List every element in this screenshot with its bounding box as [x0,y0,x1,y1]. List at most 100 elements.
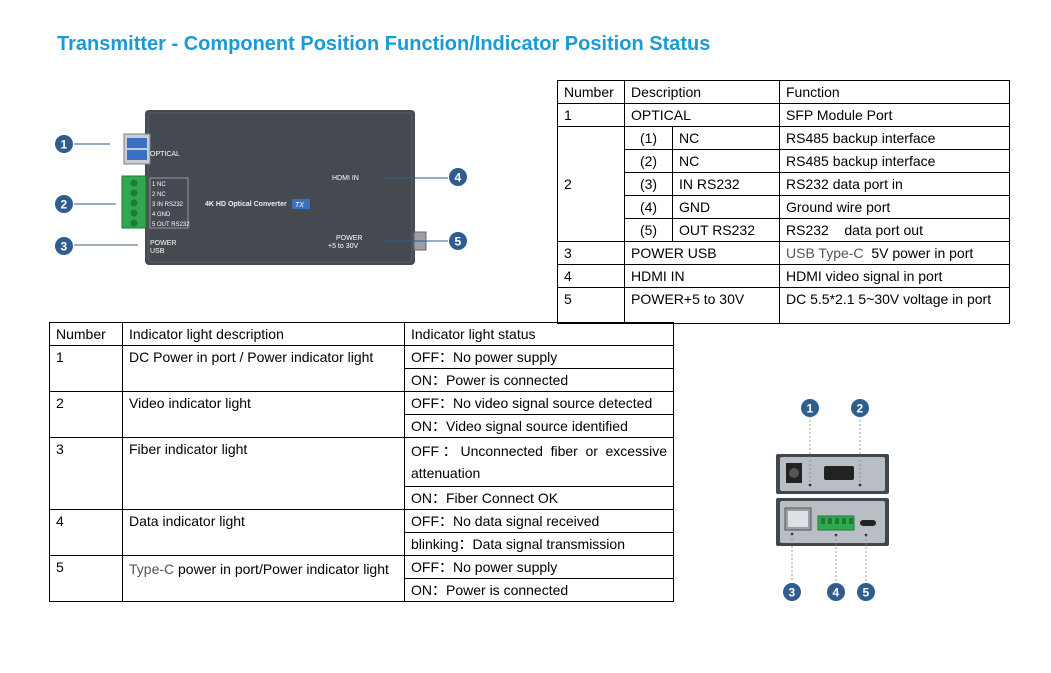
indicator-callout-5: 5 [857,583,875,601]
cell-index: (1) [624,126,673,150]
cell-number: 4 [49,509,123,556]
cell-status: OFF：No video signal source detected [404,391,674,415]
cell-description: OPTICAL [624,103,780,127]
cell-number: 4 [557,264,625,288]
pin-label: 3 IN RS232 [152,202,184,208]
cell-status: ON：Power is connected [404,368,674,392]
table-row: 5 POWER+5 to 30V DC 5.5*2.1 5~30V voltag… [557,287,1010,324]
cell-index: (4) [624,195,673,219]
callout-3: 3 [55,237,73,255]
callout-5: 5 [449,232,467,250]
type-c-text: Type-C [129,561,175,577]
pin-label: 5 OUT RS232 [152,222,190,228]
transmitter-diagram: 1 NC 2 NC 3 IN RS232 4 GND 5 OUT RS232 O… [55,110,467,265]
device-body [145,110,415,265]
cell-number: 2 [557,126,625,242]
component-table: Number Description Function 1 OPTICAL SF… [557,80,1010,324]
indicator-callout-4: 4 [827,583,845,601]
cell-description: Fiber indicator light [122,437,405,510]
table-row: ON：Video signal source identified [50,414,674,438]
cell-status: OFF：No power supply [404,555,674,579]
cell-number: 3 [557,241,625,265]
callout-1: 1 [55,135,73,153]
power-usb-label: USB [150,248,165,255]
cell-function: RS232 data port out [779,218,1010,242]
svg-text:1: 1 [61,138,68,152]
svg-text:1: 1 [807,402,814,416]
table-row: 3 POWER USB USB Type-C 5V power in port [557,241,1010,265]
optical-label: OPTICAL [150,151,180,158]
cell-function: USB Type-C 5V power in port [779,241,1010,265]
cell-status: ON：Fiber Connect OK [404,486,674,510]
cell-function: Ground wire port [779,195,1010,219]
hdmi-port [824,466,854,480]
svg-text:2: 2 [61,198,68,212]
cell-description: POWER USB [624,241,780,265]
cell-description: Video indicator light [122,391,405,438]
cell-description: HDMI IN [624,264,780,288]
page-title: Transmitter - Component Position Functio… [57,33,711,55]
indicator-callout-2: 2 [851,399,869,417]
table-row: 3 Fiber indicator light OFF：Unconnected … [49,437,674,510]
svg-text:5: 5 [455,235,462,249]
cell-function: RS232 data port in [779,172,1010,196]
power-dc-label: +5 to 30V [328,243,358,250]
callout-2: 2 [55,195,73,213]
cell-status: ON：Video signal source identified [404,414,674,438]
cell-description: NC [672,126,780,150]
cell-number: 1 [49,345,123,392]
cell-number: 2 [49,391,123,438]
function-text: 5V power in port [863,245,974,261]
header-cell: Number [557,80,625,104]
cell-status: OFF：Unconnected fiber or excessive atten… [404,437,674,487]
svg-text:4: 4 [455,171,462,185]
cell-description: POWER+5 to 30V [624,287,780,324]
indicator-table: Number Indicator light description Indic… [49,322,674,602]
power-dc-label: POWER [336,235,362,242]
svg-text:2: 2 [857,402,864,416]
table-row: (5) OUT RS232 RS232 data port out [558,218,1010,242]
cell-description: NC [672,149,780,173]
table-row: 2 (1) NC RS485 backup interface [557,126,1010,242]
cell-description: Type-C power in port/Power indicator lig… [122,555,405,602]
cell-function: SFP Module Port [779,103,1010,127]
cell-index: (2) [624,149,673,173]
svg-text:3: 3 [789,586,796,600]
cell-number: 5 [49,555,123,602]
cell-status: OFF：No power supply [404,345,674,369]
cell-number: 5 [557,287,625,324]
cell-status: blinking：Data signal transmission [404,532,674,556]
table-row: 2 Video indicator light OFF：No video sig… [49,391,674,438]
svg-text:4: 4 [833,586,840,600]
cell-status: OFF：No data signal received [404,509,674,533]
table-row: 1 OPTICAL SFP Module Port [557,103,1010,127]
tx-label: TX [295,202,304,209]
cell-description: IN RS232 [672,172,780,196]
description-text: power in port/Power indicator light [174,561,389,577]
cell-description: Data indicator light [122,509,405,556]
table-header-row: Number Indicator light description Indic… [49,322,674,346]
cell-function: HDMI video signal in port [779,264,1010,288]
cell-description: OUT RS232 [672,218,780,242]
usb-type-c-text: USB Type-C [786,245,864,261]
callout-4: 4 [449,168,467,186]
header-cell: Number [49,322,123,346]
table-row: 5 Type-C power in port/Power indicator l… [49,555,674,602]
cell-description: DC Power in port / Power indicator light [122,345,405,392]
cell-index: (3) [624,172,673,196]
header-cell: Description [624,80,780,104]
pin-label: 2 NC [152,192,166,198]
cell-number: 1 [557,103,625,127]
table-row: (2) NC RS485 backup interface [558,149,1010,173]
header-cell: Function [779,80,1010,104]
indicator-callout-1: 1 [801,399,819,417]
pin-label: 4 GND [152,212,171,218]
cell-number: 3 [49,437,123,510]
table-row: 1 DC Power in port / Power indicator lig… [49,345,674,392]
pin-label: 1 NC [152,182,166,188]
header-cell: Indicator light description [122,322,405,346]
header-cell: Indicator light status [404,322,674,346]
table-row: (3) IN RS232 RS232 data port in [558,172,1010,196]
table-row: (4) GND Ground wire port [558,195,1010,219]
table-header-row: Number Description Function [557,80,1010,104]
